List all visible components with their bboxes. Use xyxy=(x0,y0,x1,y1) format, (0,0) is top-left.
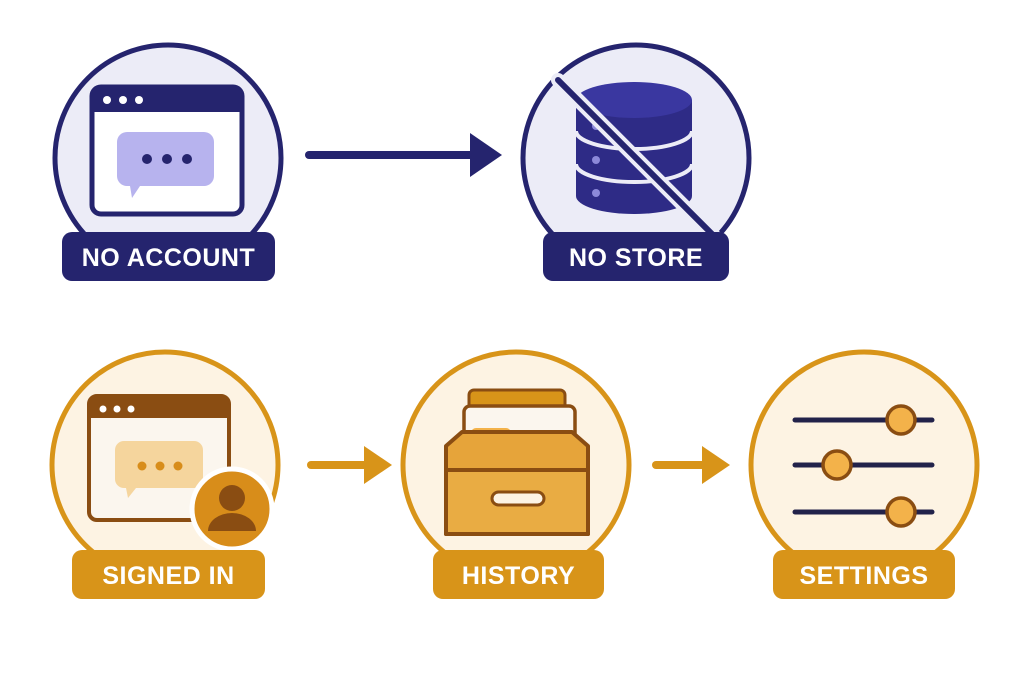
node-history: HISTORY xyxy=(400,349,632,599)
label-no-account-text: NO ACCOUNT xyxy=(82,244,256,272)
label-settings-text: SETTINGS xyxy=(799,562,928,590)
arrow-right-icon xyxy=(305,133,502,177)
chat-window-user-icon xyxy=(87,394,275,552)
label-no-store: NO STORE xyxy=(543,232,729,281)
node-settings: SETTINGS xyxy=(748,349,980,599)
database-crossed-icon xyxy=(551,73,722,244)
sliders-icon xyxy=(792,404,935,528)
user-avatar-icon xyxy=(189,466,275,552)
arrow-right-icon xyxy=(652,446,730,484)
chat-window-icon xyxy=(89,84,245,217)
label-signed-in-text: SIGNED IN xyxy=(102,562,234,590)
node-no-store: NO STORE xyxy=(520,42,752,281)
arrow-right-icon xyxy=(307,446,392,484)
node-signed-in: SIGNED IN xyxy=(49,349,281,599)
label-history-text: HISTORY xyxy=(462,562,575,590)
label-history: HISTORY xyxy=(433,550,604,599)
label-no-store-text: NO STORE xyxy=(569,244,703,272)
node-no-account: NO ACCOUNT xyxy=(52,42,284,281)
label-no-account: NO ACCOUNT xyxy=(62,232,275,281)
label-settings: SETTINGS xyxy=(773,550,955,599)
archive-box-icon xyxy=(444,388,590,536)
label-signed-in: SIGNED IN xyxy=(72,550,265,599)
